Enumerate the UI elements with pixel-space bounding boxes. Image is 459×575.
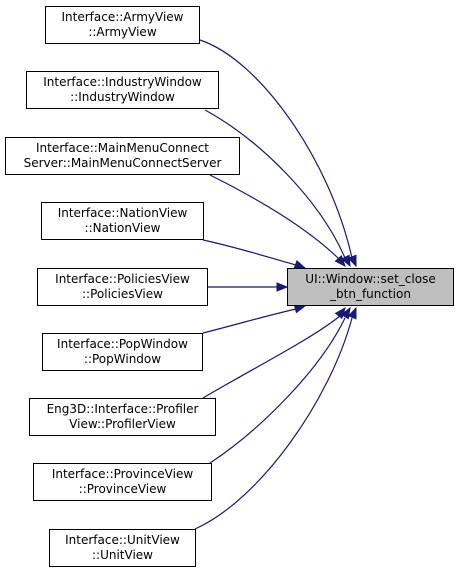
target-node-label: UI::Window::set_close xyxy=(305,272,435,286)
arrowhead-icon xyxy=(334,254,346,268)
caller-node-label: ::ArmyView xyxy=(88,25,156,39)
caller-node-industry-window[interactable]: Interface::IndustryWindow ::IndustryWind… xyxy=(26,71,219,109)
caller-node-label: Interface::ProvinceView xyxy=(52,467,194,481)
caller-node-unit-view[interactable]: Interface::UnitView ::UnitView xyxy=(49,529,196,567)
caller-node-label: ::NationView xyxy=(85,221,161,235)
caller-node-label: ::PoliciesView xyxy=(82,287,163,301)
caller-node-label: Interface::PopWindow xyxy=(57,337,188,351)
caller-node-label: ::PopWindow xyxy=(84,352,161,366)
call-edge xyxy=(202,239,297,266)
arrowhead-icon xyxy=(293,259,307,269)
caller-node-label: View::ProfilerView xyxy=(69,417,176,431)
call-edge xyxy=(204,109,346,259)
caller-node-label: Interface::IndustryWindow xyxy=(43,75,202,89)
caller-node-label: Eng3D::Interface::Profiler xyxy=(47,402,199,416)
caller-node-label: ::UnitView xyxy=(92,548,153,562)
arrowhead-icon xyxy=(341,254,351,268)
arrowhead-icon xyxy=(347,254,357,268)
arrowhead-icon xyxy=(347,306,357,320)
caller-node-province-view[interactable]: Interface::ProvinceView ::ProvinceView xyxy=(33,463,212,501)
caller-node-label: Interface::PoliciesView xyxy=(55,272,190,286)
call-edge xyxy=(199,39,353,259)
arrowhead-icon xyxy=(276,282,289,292)
caller-node-label: Interface::MainMenuConnect xyxy=(36,141,209,155)
caller-node-label: ::ProvinceView xyxy=(79,482,167,496)
caller-node-main-menu-connect-server[interactable]: Interface::MainMenuConnect Server::MainM… xyxy=(5,137,240,175)
caller-node-pop-window[interactable]: Interface::PopWindow ::PopWindow xyxy=(42,333,203,371)
call-edge xyxy=(209,317,346,464)
caller-node-label: Server::MainMenuConnectServer xyxy=(24,156,222,170)
call-edge xyxy=(202,315,341,399)
target-node-label: _btn_function xyxy=(329,287,411,301)
caller-node-nation-view[interactable]: Interface::NationView ::NationView xyxy=(41,202,204,240)
caller-node-profiler-view[interactable]: Eng3D::Interface::Profiler View::Profile… xyxy=(29,398,216,436)
caller-node-label: Interface::ArmyView xyxy=(61,10,183,24)
target-node-set-close-btn-function[interactable]: UI::Window::set_close _btn_function xyxy=(287,268,454,306)
call-edge xyxy=(194,317,353,530)
call-edge xyxy=(202,308,297,334)
caller-node-label: Interface::UnitView xyxy=(65,533,180,547)
caller-node-army-view[interactable]: Interface::ArmyView ::ArmyView xyxy=(45,6,200,44)
caller-node-policies-view[interactable]: Interface::PoliciesView ::PoliciesView xyxy=(37,268,208,306)
call-edge xyxy=(209,174,341,261)
caller-node-label: ::IndustryWindow xyxy=(70,90,175,104)
edges xyxy=(194,39,357,530)
caller-node-label: Interface::NationView xyxy=(58,206,188,220)
